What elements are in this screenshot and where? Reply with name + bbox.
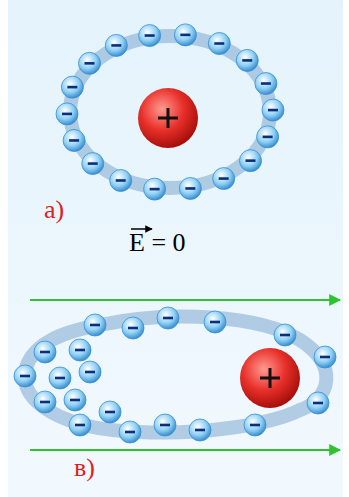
electron <box>122 317 144 339</box>
electron <box>208 33 230 55</box>
electron <box>34 341 56 363</box>
electron <box>56 103 78 125</box>
electron <box>78 52 100 74</box>
electron <box>49 367 71 389</box>
electron <box>84 314 106 336</box>
electron <box>257 126 279 148</box>
field-value: E = 0 <box>129 230 186 256</box>
electron <box>79 361 101 383</box>
electron <box>14 365 36 387</box>
electron <box>105 34 127 56</box>
electron <box>240 150 262 172</box>
electron-cloud <box>70 36 270 188</box>
electron <box>213 168 235 190</box>
electron <box>307 392 329 414</box>
electron <box>255 73 277 95</box>
nucleus <box>240 348 300 408</box>
electron <box>64 389 86 411</box>
electron <box>262 99 284 121</box>
electron <box>204 311 226 333</box>
electron <box>119 421 141 443</box>
electron <box>189 419 211 441</box>
electron <box>82 153 104 175</box>
panel-label: в) <box>74 455 95 481</box>
electron <box>69 339 91 361</box>
electron <box>274 324 296 346</box>
electron <box>61 76 83 98</box>
electron <box>34 391 56 413</box>
panel-label: а) <box>44 197 64 223</box>
electron <box>157 307 179 329</box>
electron <box>63 129 85 151</box>
electron <box>110 169 132 191</box>
electron <box>144 178 166 200</box>
electron <box>314 346 336 368</box>
field-line <box>30 449 340 451</box>
electron <box>69 414 91 436</box>
electron <box>99 401 121 423</box>
electron-cloud <box>25 317 327 433</box>
electron <box>154 414 176 436</box>
field-line <box>30 299 340 301</box>
electron <box>179 177 201 199</box>
electron <box>236 49 258 71</box>
electron <box>139 25 161 47</box>
nucleus <box>138 88 198 148</box>
electron <box>174 24 196 46</box>
panel-ground <box>8 0 343 497</box>
electron <box>244 414 266 436</box>
